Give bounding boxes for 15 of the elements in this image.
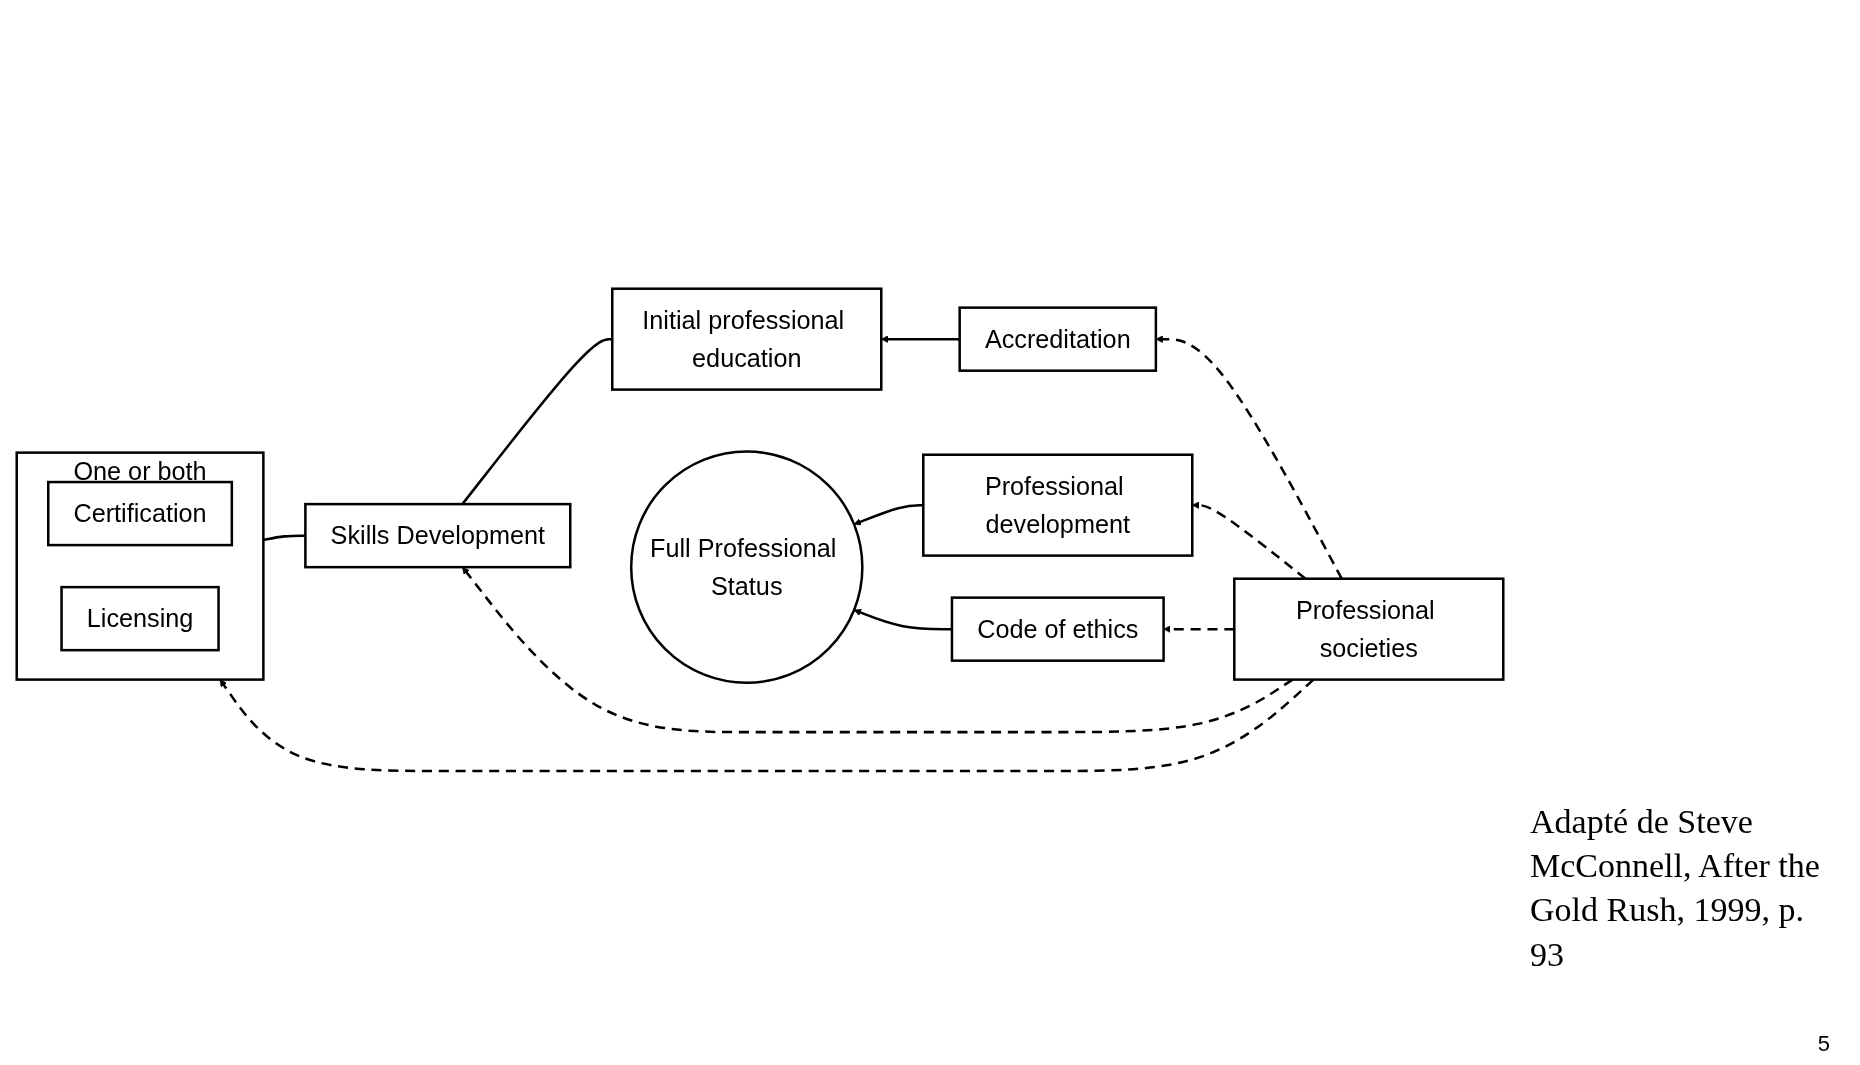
- node-box: Professional development: [922, 453, 1194, 557]
- node-box: Accreditation: [958, 306, 1158, 373]
- node-box: Initial professional education: [611, 287, 883, 391]
- node-box: Licensing: [60, 586, 220, 652]
- node-box: Skills Development: [304, 503, 572, 569]
- node-circle: Full Professional Status: [629, 450, 864, 685]
- arrow: [1163, 625, 1235, 633]
- node-box: Code of ethics: [950, 596, 1165, 663]
- node-box: Certification: [47, 480, 234, 547]
- citation-note: Adapté de Steve McConnell, After the Gold Rush, 1999, p. 93: [1530, 802, 1821, 975]
- arrow: [853, 609, 952, 631]
- arrow: [853, 504, 924, 526]
- node-box: Professional societies: [1233, 577, 1505, 681]
- page-number: 5: [1817, 1031, 1830, 1057]
- connector: [263, 534, 306, 542]
